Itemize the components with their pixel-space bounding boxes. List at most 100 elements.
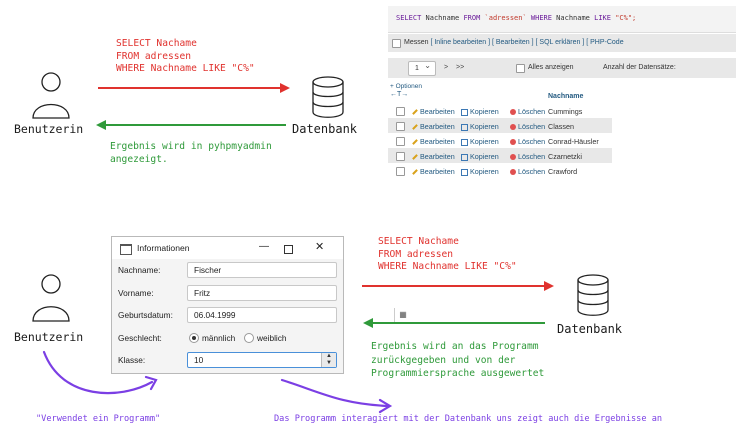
sql-column: Nachname bbox=[421, 14, 464, 22]
edit-label: Bearbeiten bbox=[420, 137, 455, 146]
maximize-icon[interactable] bbox=[284, 245, 293, 254]
pencil-icon bbox=[412, 169, 418, 175]
delete-icon bbox=[510, 154, 516, 161]
delete-link[interactable]: Löschen bbox=[510, 152, 545, 161]
vorname-field[interactable]: Fritz bbox=[187, 285, 337, 301]
messen-label: Messen bbox=[404, 39, 429, 46]
program-interacts-text: Das Programm interagiert mit der Datenba… bbox=[274, 414, 663, 424]
query-line: SELECT Nachame bbox=[378, 236, 459, 247]
options-link[interactable]: + Optionen bbox=[390, 83, 422, 90]
database-icon-bottom bbox=[577, 274, 609, 316]
geschlecht-label: Geschlecht: bbox=[118, 333, 162, 343]
result-line: angezeigt. bbox=[110, 154, 168, 165]
window-titlebar[interactable]: Informationen — ✕ bbox=[112, 237, 343, 259]
geburtsdatum-field[interactable]: 06.04.1999 ▦ bbox=[187, 307, 407, 323]
increment-icon[interactable]: ▲ bbox=[321, 353, 336, 360]
delete-link[interactable]: Löschen bbox=[510, 137, 545, 146]
row-checkbox[interactable] bbox=[396, 137, 405, 146]
delete-icon bbox=[510, 124, 516, 131]
sql-pattern: "C%"; bbox=[610, 14, 637, 22]
maennlich-label: männlich bbox=[202, 333, 236, 343]
edit-link[interactable]: Bearbeiten bbox=[412, 122, 455, 131]
query-actions-bar: Messen [ Inline bearbeiten ] [ Bearbeite… bbox=[388, 34, 736, 52]
row-checkbox[interactable] bbox=[396, 152, 405, 161]
sql-query-text: SELECT Nachname FROM `adressen` WHERE Na… bbox=[396, 14, 636, 22]
user-figure-top bbox=[32, 72, 70, 119]
sql-keyword: LIKE bbox=[594, 14, 611, 22]
maennlich-radio[interactable] bbox=[189, 333, 199, 343]
copy-icon bbox=[461, 123, 468, 131]
uses-program-text: "Verwendet ein Programm" bbox=[36, 414, 161, 424]
edit-link[interactable]: Bearbeiten bbox=[412, 152, 455, 161]
close-icon[interactable]: ✕ bbox=[315, 241, 325, 253]
table-row: Bearbeiten Kopieren Löschen Classen bbox=[388, 118, 612, 133]
db-label-bottom: Datenbank bbox=[557, 322, 623, 336]
geburtsdatum-value: 06.04.1999 bbox=[194, 310, 236, 320]
delete-label: Löschen bbox=[518, 167, 546, 176]
delete-link[interactable]: Löschen bbox=[510, 167, 545, 176]
nachname-label: Nachname: bbox=[118, 265, 161, 275]
query-arrow-top bbox=[98, 83, 290, 93]
user-label-top: Benutzerin bbox=[14, 122, 84, 136]
sql-keyword: WHERE bbox=[530, 14, 552, 22]
delete-link[interactable]: Löschen bbox=[510, 122, 545, 131]
sql-keyword: FROM bbox=[463, 14, 481, 22]
query-line: FROM adressen bbox=[116, 50, 192, 62]
nachname-cell: Czarnetzki bbox=[548, 152, 582, 161]
copy-link[interactable]: Kopieren bbox=[461, 122, 499, 131]
show-all-checkbox[interactable] bbox=[516, 64, 525, 73]
next-page-button[interactable]: > bbox=[444, 64, 449, 71]
klasse-label: Klasse: bbox=[118, 355, 146, 365]
geburtsdatum-label: Geburtsdatum: bbox=[118, 310, 173, 320]
copy-link[interactable]: Kopieren bbox=[461, 167, 499, 176]
copy-icon bbox=[461, 168, 468, 176]
result-text-bottom: Ergebnis wird an das Programm zurückgege… bbox=[371, 340, 544, 381]
weiblich-radio[interactable] bbox=[244, 333, 254, 343]
delete-label: Löschen bbox=[518, 122, 546, 131]
table-row: Bearbeiten Kopieren Löschen Conrad-Häusl… bbox=[388, 133, 612, 148]
query-line: WHERE Nachname LIKE "C%" bbox=[116, 63, 255, 74]
result-line: Ergebnis wird in pyhpmyadmin bbox=[110, 141, 272, 152]
pagination-bar: 1 > >> Alles anzeigen Anzahl der Datensä… bbox=[388, 58, 736, 78]
column-toggle-arrows[interactable]: ←T→ bbox=[390, 91, 409, 98]
query-actions-text: Messen [ Inline bearbeiten ] [ Bearbeite… bbox=[404, 39, 624, 46]
show-all-label: Alles anzeigen bbox=[528, 64, 574, 71]
delete-label: Löschen bbox=[518, 107, 546, 116]
query-line: SELECT Nachame bbox=[116, 38, 197, 49]
edit-link[interactable]: Bearbeiten bbox=[412, 167, 455, 176]
row-checkbox[interactable] bbox=[396, 107, 405, 116]
klasse-stepper[interactable]: 10 ▲ ▼ bbox=[187, 352, 337, 368]
row-checkbox[interactable] bbox=[396, 122, 405, 131]
edit-label: Bearbeiten bbox=[420, 107, 455, 116]
result-line: Ergebnis wird an das Programm bbox=[371, 341, 539, 352]
decrement-icon[interactable]: ▼ bbox=[321, 360, 336, 367]
user-figure-bottom bbox=[32, 274, 70, 322]
edit-link[interactable]: Bearbeiten bbox=[412, 137, 455, 146]
copy-link[interactable]: Kopieren bbox=[461, 152, 499, 161]
row-checkbox[interactable] bbox=[396, 167, 405, 176]
page-select[interactable]: 1 bbox=[408, 59, 436, 76]
user-label-bottom: Benutzerin bbox=[14, 330, 84, 344]
query-arrow-bottom bbox=[362, 281, 554, 291]
messen-checkbox[interactable] bbox=[392, 39, 401, 48]
query-action-links[interactable]: [ Inline bearbeiten ] [ Bearbeiten ] [ S… bbox=[430, 39, 624, 46]
copy-icon bbox=[461, 108, 468, 116]
column-header-nachname[interactable]: Nachname bbox=[548, 93, 584, 100]
informationen-window: Informationen — ✕ Nachname: Fischer Vorn… bbox=[111, 236, 407, 374]
copy-link[interactable]: Kopieren bbox=[461, 107, 499, 116]
edit-link[interactable]: Bearbeiten bbox=[412, 107, 455, 116]
db-label-top: Datenbank bbox=[292, 122, 358, 136]
last-page-button[interactable]: >> bbox=[456, 64, 465, 71]
program-interacts-arrow bbox=[280, 378, 393, 414]
query-text-top: SELECT Nachame FROM adressen WHERE Nachn… bbox=[116, 38, 255, 76]
table-row: Bearbeiten Kopieren Löschen Czarnetzki bbox=[388, 148, 612, 163]
copy-link[interactable]: Kopieren bbox=[461, 137, 499, 146]
minimize-icon[interactable]: — bbox=[259, 241, 269, 252]
nachname-field[interactable]: Fischer bbox=[187, 262, 337, 278]
delete-link[interactable]: Löschen bbox=[510, 107, 545, 116]
vorname-label: Vorname: bbox=[118, 288, 154, 298]
phpmyadmin-result-panel: SELECT Nachname FROM `adressen` WHERE Na… bbox=[388, 6, 736, 181]
calendar-icon[interactable]: ▦ bbox=[394, 308, 411, 322]
copy-label: Kopieren bbox=[470, 122, 499, 131]
